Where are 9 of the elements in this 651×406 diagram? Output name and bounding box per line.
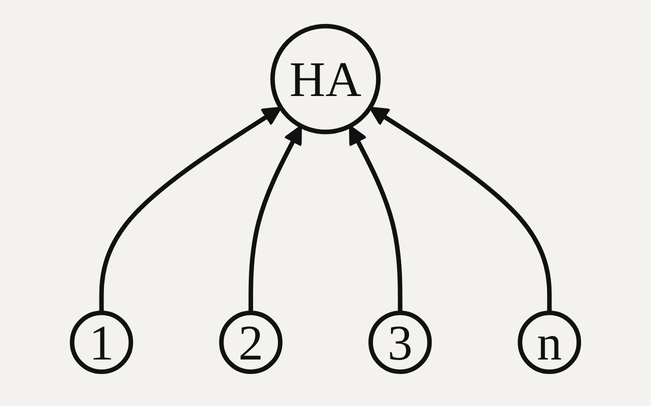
node-circle: 2 (219, 310, 283, 374)
arrow (349, 125, 402, 314)
node-circle: HA (270, 24, 381, 134)
node-circle: 1 (70, 310, 134, 374)
arrow (369, 106, 552, 314)
node-circle: n (518, 310, 582, 374)
arrow (99, 106, 282, 314)
node-circle: 3 (368, 310, 432, 374)
arrow (248, 125, 302, 314)
